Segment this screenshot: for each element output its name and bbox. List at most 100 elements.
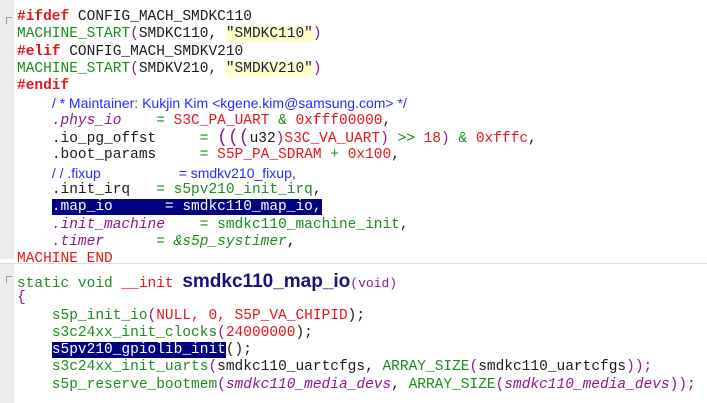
code-line[interactable]: .map_io = smdkc110_map_io, [17,199,537,216]
fold-marker-icon[interactable] [6,17,12,24]
code-line[interactable]: s5p_reserve_bootmem(smdkc110_media_devs,… [17,377,696,394]
code-token [17,113,52,129]
code-token: s5pv210_init_irq [173,181,313,198]
code-line[interactable]: / * Maintainer: Kukjin Kim <kgene.kim@sa… [17,95,537,112]
code-line[interactable]: .timer = &s5p_systimer, [17,234,537,251]
code-block[interactable]: static void __init smdkc110_map_io(void)… [17,271,696,394]
code-token: , [382,112,392,129]
code-token [17,342,52,358]
code-token: ) [380,131,389,148]
code-line[interactable]: s3c24xx_init_clocks(24000000); [17,325,696,342]
code-token: ( [469,359,479,376]
code-token: 24000000 [225,324,296,341]
code-token: ARRAY_SIZE [382,359,470,376]
code-token: s3c24xx_init_clocks [51,324,218,341]
code-token [17,234,52,250]
code-token [17,131,52,147]
code-token: , [528,131,537,148]
code-token [17,147,52,163]
code-line[interactable]: .boot_params = S5P_PA_SDRAM + 0x100, [17,147,537,164]
code-token: MACHINE_START [17,60,131,77]
selected-text: s5pv210_gpiolib_init [51,342,226,359]
code-token: 0xfff00000 [295,112,383,129]
code-token: CONFIG_MACH_SMDKV210 [60,43,244,60]
code-line[interactable]: #elif CONFIG_MACH_SMDKV210 [17,44,537,61]
code-token: )); [669,376,696,393]
code-token: NULL, 0, S5P_VA_CHIPID [156,307,348,324]
code-line[interactable]: s5p_init_io(NULL, 0, S5P_VA_CHIPID); [17,308,696,325]
code-line[interactable]: MACHINE_START(SMDKV210, "SMDKV210") [17,60,537,78]
code-token: , [312,181,322,198]
code-token: 0xfffc [475,131,529,148]
code-token: S3C_PA_UART [173,112,270,129]
code-line[interactable]: { [17,290,696,307]
code-token: { [17,290,26,307]
code-token: smdkc110_uartcfgs, [217,359,383,376]
code-token: ) [312,26,322,43]
code-token: .timer [51,233,105,250]
code-line[interactable]: / / .fixup = smdkv210_fixup, [17,165,537,182]
code-token: >> [388,131,424,148]
editor-gutter [0,264,14,403]
code-token: , [399,216,409,233]
code-token: ARRAY_SIZE [408,376,496,393]
code-panel-map-io: static void __init smdkc110_map_io(void)… [0,263,707,403]
code-token: .phys_io [51,112,122,129]
code-line[interactable]: s5pv210_gpiolib_init(); [17,342,696,359]
code-token: smdkc110_media_devs [504,376,670,393]
code-token: ((( [217,128,250,149]
code-token: , [391,376,409,393]
selected-text: .map_io = smdkc110_map_io, [51,199,322,216]
code-token: #elif [17,43,61,60]
fold-marker-icon[interactable] [6,276,12,283]
code-token: = [130,181,174,198]
code-token: s5p_init_io [51,307,148,324]
code-token: __init [121,276,183,292]
code-token [17,377,52,393]
code-token [17,97,52,113]
code-token: ) [441,131,450,148]
code-token: S3C_VA_UART [284,131,381,148]
code-token: smdkc110_media_devs [225,376,392,393]
code-token: #ifdef [17,9,70,25]
code-token [17,217,52,233]
code-token: "SMDKV210" [225,60,313,77]
code-token: .boot_params [51,147,157,164]
code-token: = [156,147,218,164]
code-line[interactable]: .io_pg_offst = (((u32)S3C_VA_UART) >> 18… [17,128,537,149]
code-token: smdkc110_map_io [182,271,351,292]
code-token: & [449,131,476,148]
code-token: &s5p_systimer [173,233,287,250]
code-line[interactable]: .init_irq = s5pv210_init_irq, [17,182,537,199]
code-token: ( [495,376,505,393]
code-token: ( [217,376,226,393]
code-token: MACHINE_START [17,26,131,43]
code-token [17,167,52,183]
code-token: "SMDKC110" [225,26,313,43]
code-line[interactable]: .phys_io = S3C_PA_UART & 0xfff00000, [17,113,537,130]
code-token: ); [347,307,366,324]
code-line[interactable]: s3c24xx_init_uarts(smdkc110_uartcfgs, AR… [17,359,696,376]
code-token: = [164,216,218,233]
code-token: = [104,233,174,250]
code-token: S5P_PA_SDRAM [217,147,322,164]
code-token: .init_machine [51,216,165,233]
code-token: ( [147,307,157,324]
code-line[interactable]: static void __init smdkc110_map_io(void) [17,271,696,292]
code-token: SMDKV210, [138,60,226,77]
code-token: ); [295,324,313,341]
code-token: (); [225,342,252,359]
code-line[interactable]: #ifdef CONFIG_MACH_SMDKC110 [17,9,537,26]
code-token: (void) [350,276,398,291]
code-token: static void [17,276,122,292]
code-token: ( [130,26,139,43]
code-token [17,325,52,341]
code-line[interactable]: .init_machine = smdkc110_machine_init, [17,217,537,234]
code-token: smdkc110_uartcfgs [478,359,627,376]
code-line[interactable]: MACHINE_START(SMDKC110, "SMDKC110") [17,26,537,43]
code-token: SMDKC110, [138,26,226,43]
code-token [17,182,52,198]
editor-gutter [0,0,14,259]
code-line[interactable]: #endif [17,78,537,95]
